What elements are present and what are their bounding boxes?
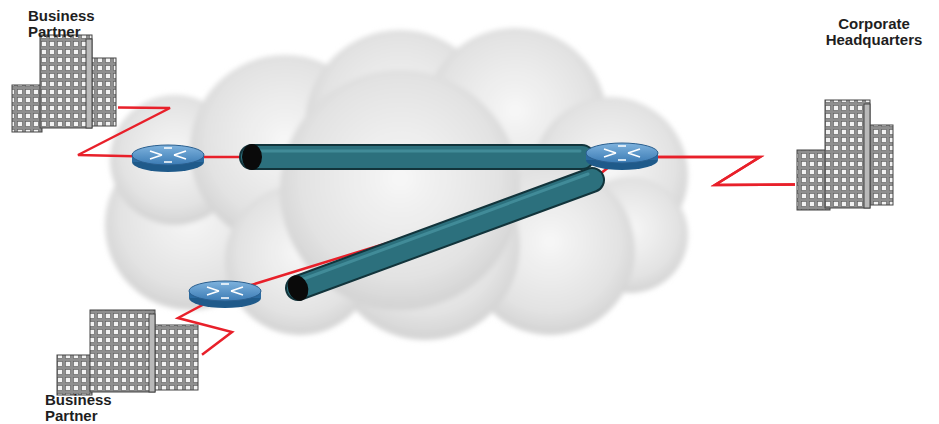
wan-link bbox=[178, 157, 795, 355]
site-label: Business Partner bbox=[45, 392, 125, 424]
router-symbol bbox=[586, 143, 658, 170]
site-node: Business Partner bbox=[55, 306, 202, 422]
site-node: Corporate Headquarters bbox=[795, 16, 935, 212]
building-headquarters bbox=[797, 100, 893, 210]
connector-layer bbox=[78, 108, 795, 355]
router-symbol bbox=[132, 145, 204, 172]
vpn-tunnel bbox=[284, 174, 592, 304]
site-label: Business Partner bbox=[28, 8, 100, 40]
building-top-partner bbox=[12, 35, 116, 132]
router-symbol bbox=[189, 281, 261, 308]
site-node: Business Partner bbox=[10, 8, 118, 134]
building-bottom-partner bbox=[57, 310, 198, 395]
network-cloud bbox=[105, 28, 688, 340]
wan-link bbox=[78, 108, 795, 185]
vpn-tunnel bbox=[242, 144, 582, 170]
site-label: Corporate Headquarters bbox=[817, 16, 931, 48]
